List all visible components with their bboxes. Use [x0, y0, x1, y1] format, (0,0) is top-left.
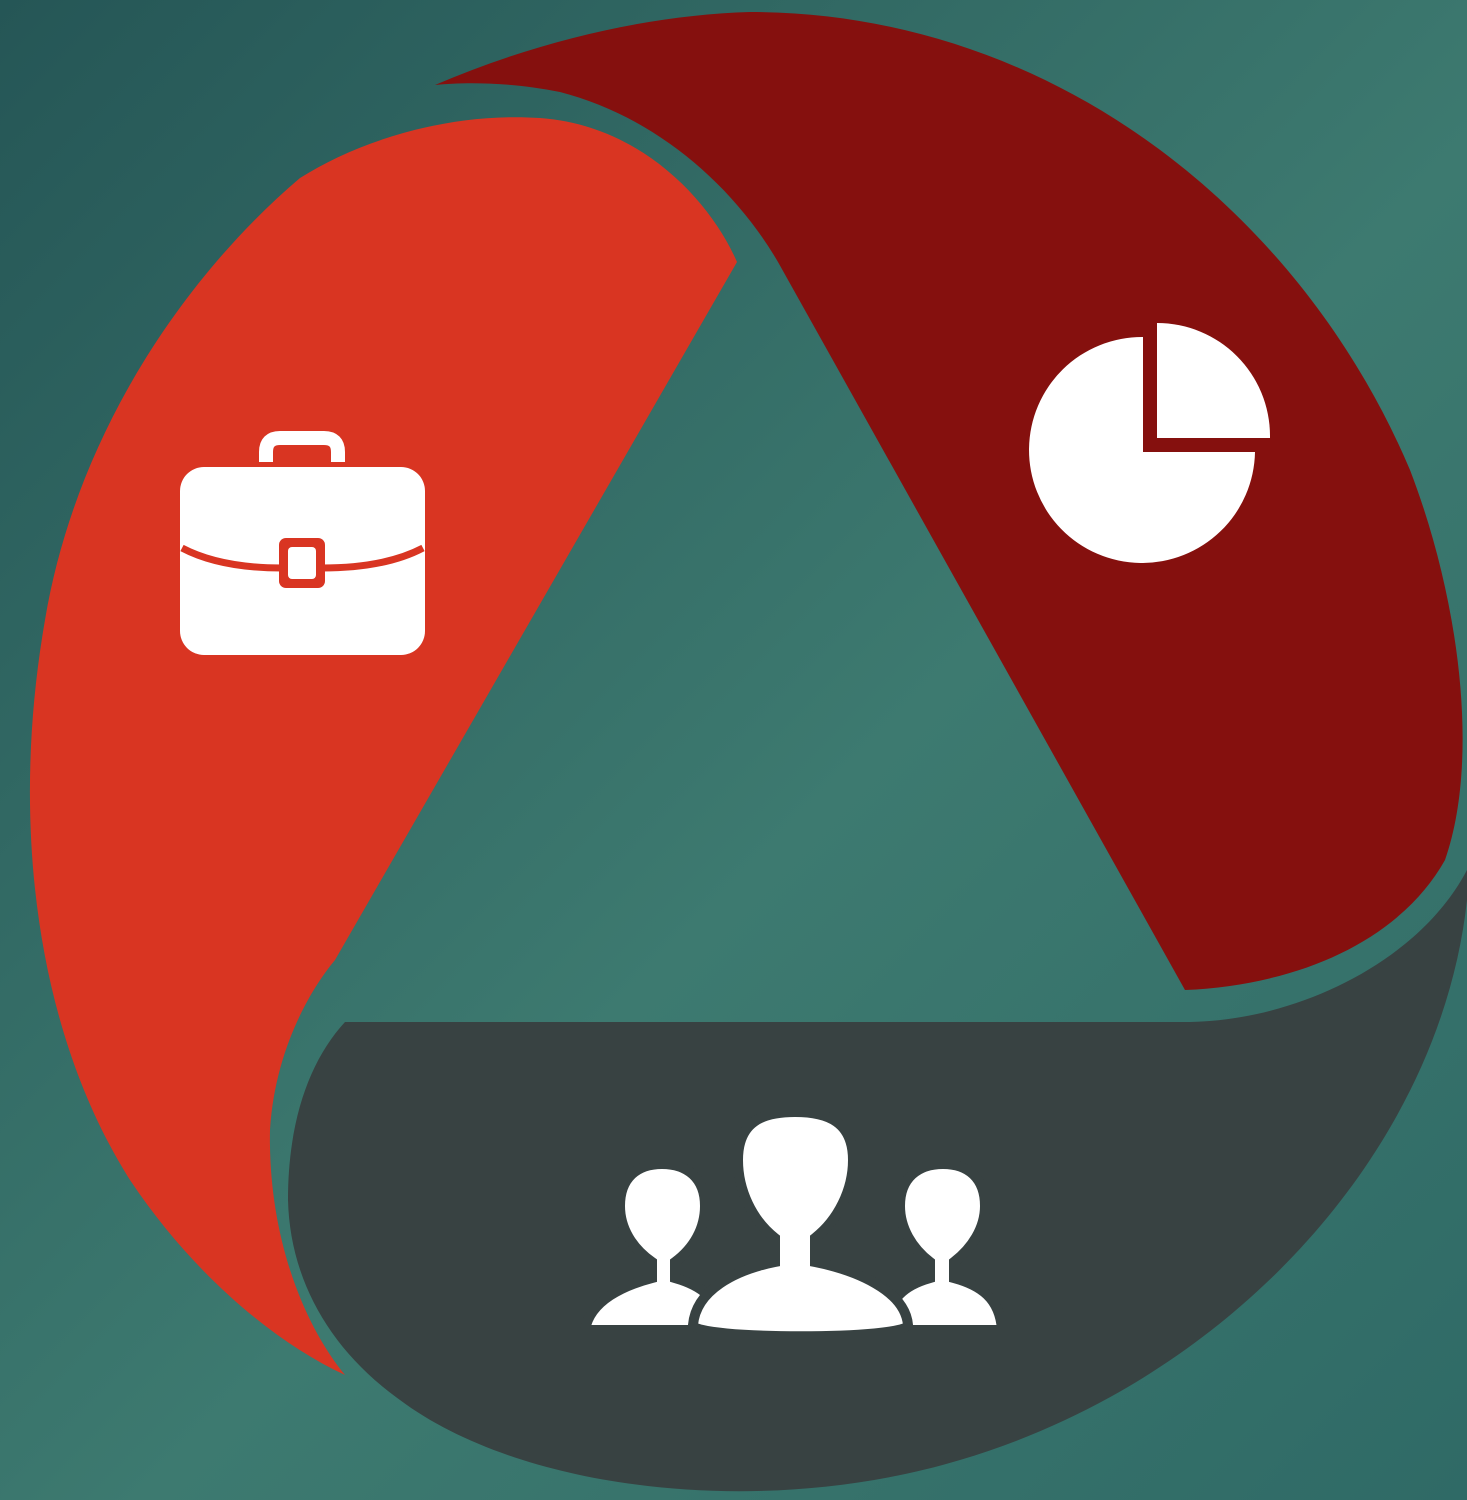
briefcase-icon	[180, 431, 425, 655]
pie-chart-icon	[1029, 323, 1270, 563]
segment-bottom	[288, 870, 1467, 1492]
users-group-icon	[579, 1106, 1008, 1342]
segment-right	[435, 12, 1463, 990]
segment-left	[29, 117, 737, 1375]
